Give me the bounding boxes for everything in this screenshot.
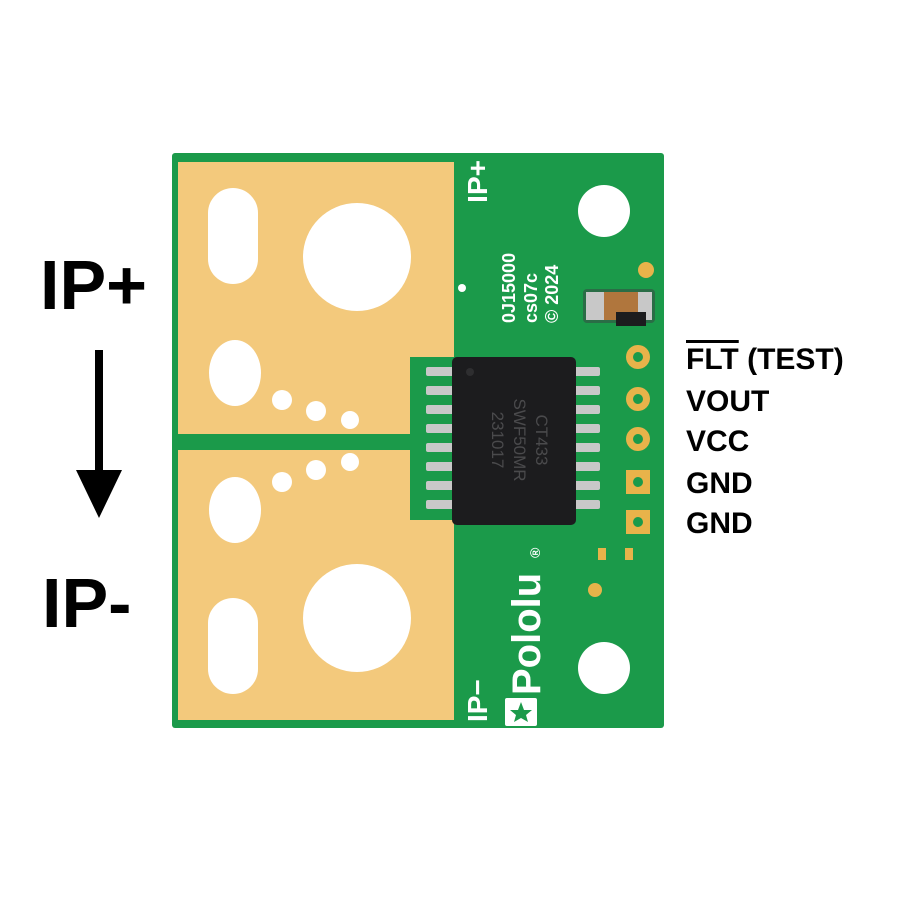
silk-code-2: cs07c [521,273,541,323]
chip-marking-3: 231017 [488,412,507,469]
silk-year: © 2024 [542,265,562,323]
silk-ip-plus: IP+ [462,160,493,203]
pin-label-flt: FLT (TEST) [686,345,844,375]
ic-chip: CT433 SWF50MR 231017 [426,357,600,525]
silk-brand: Pololu [505,573,549,695]
silk-code-1: 0J15000 [499,253,519,323]
silk-registered: ® [527,547,543,558]
pin-label-gnd-2: GND [686,507,753,540]
pin-header [626,345,650,534]
pin-label-test: (TEST) [738,343,844,376]
chip-marking-1: CT433 [532,414,551,465]
current-direction-arrow [76,350,122,518]
pin-label-vcc: VCC [686,425,750,458]
pin-label-flt-name: FLT [686,343,739,376]
mounting-holes [208,185,630,694]
pin-label-gnd-1: GND [686,467,753,500]
pin-label-vout: VOUT [686,385,770,418]
silk-ip-minus: IP− [462,679,493,722]
chip-marking-2: SWF50MR [510,398,529,481]
ip-minus-label: IP- [42,564,132,642]
ip-plus-label: IP+ [40,246,148,324]
